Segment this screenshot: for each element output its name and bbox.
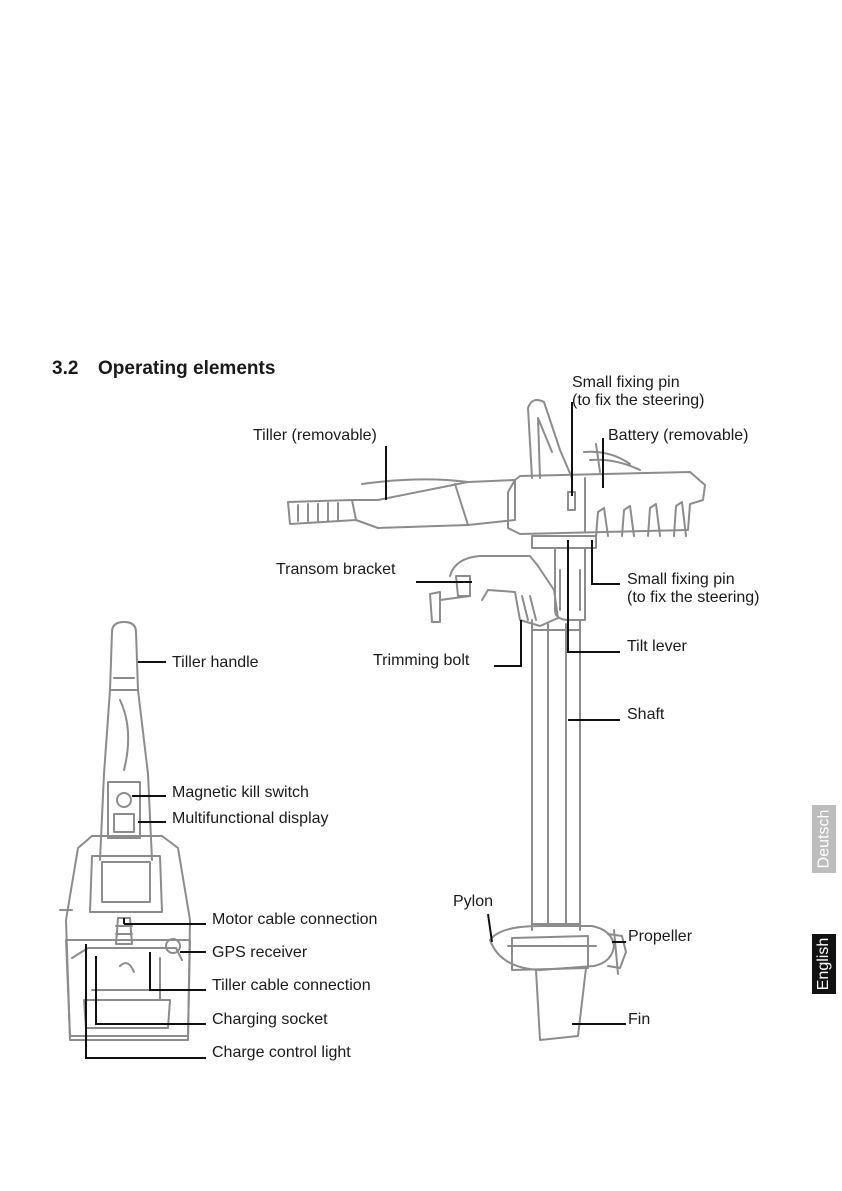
- label-gps-receiver: GPS receiver: [212, 944, 308, 961]
- language-tab-deutsch[interactable]: Deutsch: [812, 805, 836, 873]
- label-tilt-lever: Tilt lever: [627, 638, 687, 655]
- language-tab-english-label: English: [815, 937, 833, 991]
- label-multifunctional-display: Multifunctional display: [172, 810, 329, 827]
- language-tab-english[interactable]: English: [812, 934, 836, 994]
- top-view-tiller: [59, 621, 191, 1041]
- label-fixing-pin-top: Small fixing pin: [572, 374, 680, 391]
- label-magnetic-kill-switch: Magnetic kill switch: [172, 784, 309, 801]
- section-title: Operating elements: [98, 358, 276, 379]
- section-number: 3.2: [52, 358, 79, 379]
- label-propeller: Propeller: [628, 928, 693, 945]
- label-tiller: Tiller (removable): [253, 427, 377, 444]
- language-tab-deutsch-label: Deutsch: [815, 809, 833, 869]
- section-heading: 3.2 Operating elements: [52, 358, 275, 380]
- label-motor-cable-connection: Motor cable connection: [212, 911, 378, 928]
- leader-lines: [85, 402, 626, 1059]
- label-shaft: Shaft: [627, 706, 665, 723]
- label-fixing-pin-right: Small fixing pin: [627, 571, 735, 588]
- label-transom-bracket: Transom bracket: [276, 561, 396, 578]
- label-charge-control-light: Charge control light: [212, 1044, 351, 1061]
- label-battery: Battery (removable): [608, 427, 749, 444]
- label-fin: Fin: [628, 1011, 651, 1028]
- label-trimming-bolt: Trimming bolt: [373, 652, 470, 669]
- label-fixing-pin-right-note: (to fix the steering): [627, 589, 760, 606]
- label-tiller-cable-connection: Tiller cable connection: [212, 977, 371, 994]
- label-charging-socket: Charging socket: [212, 1011, 328, 1028]
- label-fixing-pin-top-note: (to fix the steering): [572, 392, 705, 409]
- side-view-motor: [287, 399, 706, 1041]
- label-tiller-handle: Tiller handle: [172, 654, 259, 671]
- label-pylon: Pylon: [453, 893, 494, 910]
